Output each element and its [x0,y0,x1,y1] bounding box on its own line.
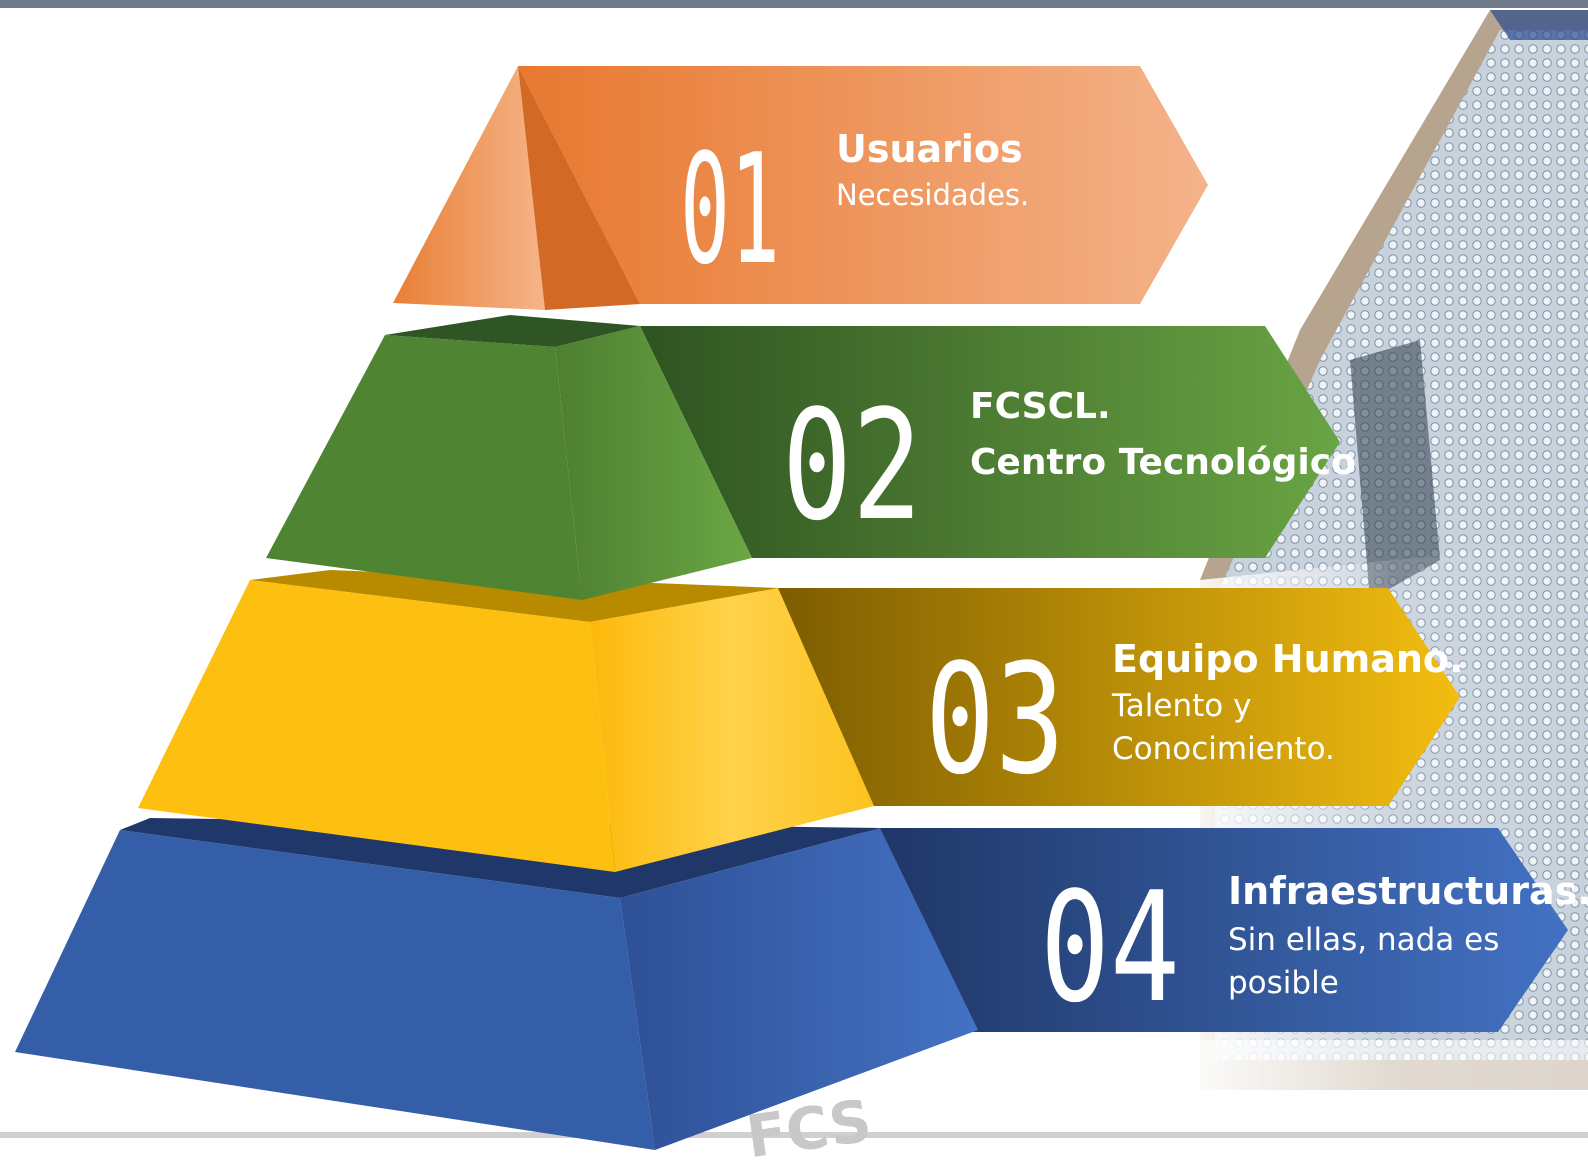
level-1-band [518,66,1208,304]
level-2-title-line-1: FCSCL. [970,386,1111,427]
level-2: 02 FCSCL. Centro Tecnológico [266,315,1356,600]
level-4-left [15,830,655,1150]
level-3-subtitle-line-2: Conocimiento. [1112,731,1335,767]
level-1: 01 Usuarios Necesidades. [393,66,1208,310]
level-4-title: Infraestructuras. [1228,869,1588,913]
level-2-top [385,315,640,347]
level-4-front [620,828,978,1150]
level-2-band [640,326,1340,558]
level-1-left [393,66,545,310]
level-4-subtitle-line-1: Sin ellas, nada es [1228,922,1499,958]
level-4-subtitle-line-2: posible [1228,965,1339,1001]
level-1-front [518,66,640,310]
level-1-subtitle: Necesidades. [836,178,1029,212]
level-3-number: 03 [925,631,1065,808]
top-banner-strip [0,0,1588,8]
level-4-band [860,828,1568,1032]
level-3-left [138,580,615,872]
level-1-title: Usuarios [836,127,1023,171]
level-2-front [555,326,752,600]
level-1-number: 01 [680,121,780,298]
level-3: 03 Equipo Humano. Talento y Conocimiento… [138,570,1463,872]
level-2-left [266,335,582,600]
level-3-front [590,588,874,872]
level-3-title: Equipo Humano. [1112,637,1463,681]
ground-line [0,1132,1588,1138]
level-3-band [760,588,1460,806]
level-2-title-line-2: Centro Tecnológico [970,442,1356,483]
level-4-number: 04 [1040,859,1180,1036]
level-2-number: 02 [782,377,922,554]
level-3-subtitle-line-1: Talento y [1111,688,1251,724]
